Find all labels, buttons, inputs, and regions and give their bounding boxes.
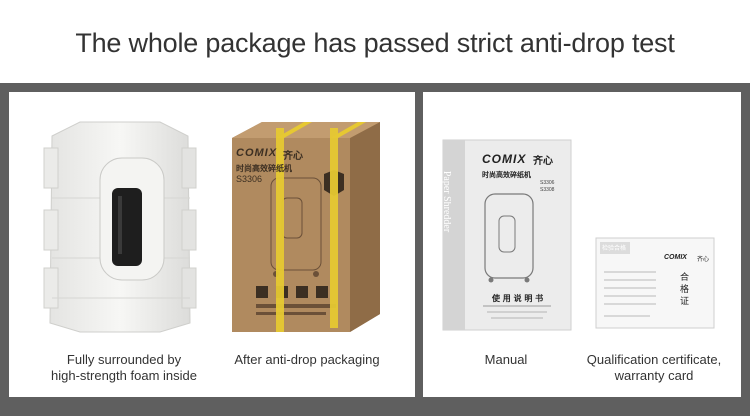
certificate-caption: Qualification certificate, warranty card xyxy=(576,352,732,384)
foam-caption: Fully surrounded by high-strength foam i… xyxy=(26,352,222,384)
certificate-image xyxy=(595,237,715,329)
manual-model-b: S3308 xyxy=(540,187,555,193)
box-model: S3306 xyxy=(236,174,263,184)
foam-caption-line2: high-strength foam inside xyxy=(51,368,197,383)
foam-packaging-image xyxy=(43,121,197,333)
page-title: The whole package has passed strict anti… xyxy=(75,28,675,58)
certificate-brand-cn: 齐心 xyxy=(697,256,710,263)
box-caption: After anti-drop packaging xyxy=(234,352,380,367)
manual-model-a: S3306 xyxy=(540,180,555,186)
manual-brand-cn: 齐心 xyxy=(533,156,553,167)
manual-spine-subtitle: Operating Instructions xyxy=(435,252,442,306)
certificate-badge: 检验合格 xyxy=(602,245,627,252)
cardboard-box-image xyxy=(232,122,380,332)
box-brand-cn: 齐心 xyxy=(283,151,303,162)
manual-spine-title: Paper Shredder xyxy=(441,170,453,233)
certificate-brand: COMIX xyxy=(664,254,687,261)
manual-title: 使 用 说 明 书 xyxy=(492,294,544,303)
manual-product-name: 时尚高效碎纸机 xyxy=(482,171,531,179)
manual-brand: COMIX xyxy=(482,152,527,166)
certificate-caption-line1: Qualification certificate, xyxy=(586,352,722,367)
manual-image xyxy=(442,139,572,331)
certificate-text: 合 格 证 xyxy=(680,273,690,307)
manual-caption: Manual xyxy=(484,352,528,367)
foam-caption-line1: Fully surrounded by xyxy=(66,352,182,367)
box-brand: COMIX xyxy=(236,147,278,159)
certificate-caption-line2: warranty card xyxy=(614,368,694,383)
box-product-name: 时尚高效碎纸机 xyxy=(236,164,292,173)
